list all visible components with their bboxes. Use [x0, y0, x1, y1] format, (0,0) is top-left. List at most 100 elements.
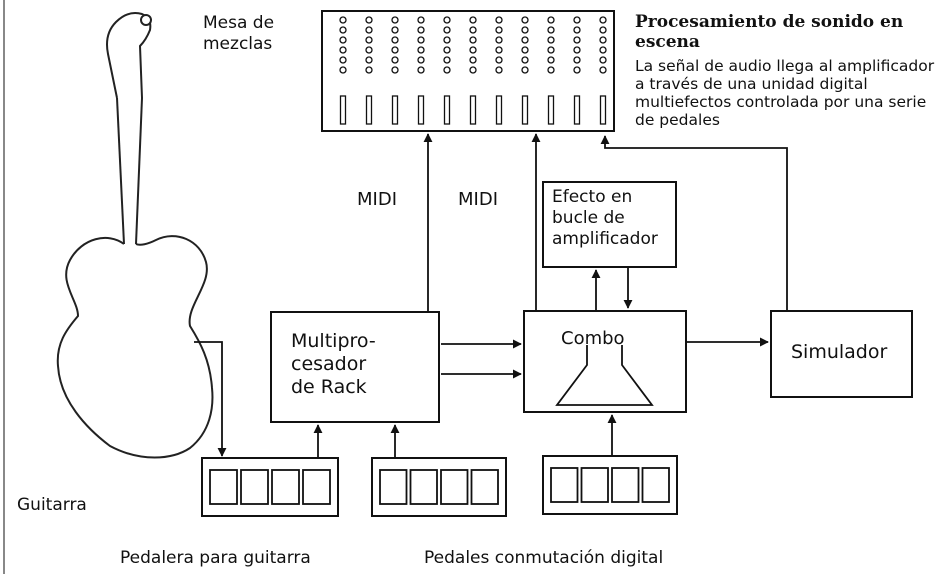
loop-effect-line-3: amplificador — [552, 229, 658, 249]
mixer-knob — [469, 16, 477, 24]
mixer-knob — [495, 36, 503, 44]
mixer-knob — [443, 46, 451, 54]
combo-label: Combo — [561, 328, 625, 349]
simulator-label: Simulador — [791, 341, 888, 363]
mixer-knob — [495, 66, 503, 74]
mixer-knob — [547, 26, 555, 34]
midi-label-left: MIDI — [357, 189, 398, 210]
mixer-knob — [391, 46, 399, 54]
mixer-knob — [547, 16, 555, 24]
mixer-knob — [391, 66, 399, 74]
mixer-label-line1: Mesa de — [203, 13, 275, 33]
loop-effect-line-1: Efecto en — [552, 187, 633, 207]
mixer-knob — [599, 56, 607, 64]
mixer-knob — [521, 26, 529, 34]
mixer-knob — [339, 26, 347, 34]
mixer-fader — [573, 95, 581, 125]
pedal-slot — [440, 469, 469, 505]
pedal-slot — [271, 469, 300, 505]
loop-effect-line-2: bucle de — [552, 208, 625, 228]
mixer-knob — [469, 66, 477, 74]
mixer-fader — [365, 95, 373, 125]
pedal-slot — [611, 467, 640, 503]
simulator-to-mixer-line — [600, 135, 788, 311]
pedal-slot — [209, 469, 238, 505]
mixer-knob — [521, 56, 529, 64]
mixer-fader — [521, 95, 529, 125]
mixer-knob — [495, 46, 503, 54]
mixer-knob — [443, 66, 451, 74]
mixer-knob — [365, 26, 373, 34]
guitar-illustration — [56, 12, 214, 459]
guitar-label: Guitarra — [17, 495, 87, 515]
mixer-knob — [365, 16, 373, 24]
mixer-knob — [391, 16, 399, 24]
connections — [313, 133, 788, 458]
loop-effect-label: Efecto en bucle de amplificador — [552, 187, 658, 250]
mixer-knob — [339, 46, 347, 54]
rack-line-3: de Rack — [291, 376, 367, 398]
mixer-knob — [573, 36, 581, 44]
mixer-knob — [443, 26, 451, 34]
mixer-knob — [339, 56, 347, 64]
mixer-knob — [469, 26, 477, 34]
mixer-knob — [599, 16, 607, 24]
mixer-knob — [599, 66, 607, 74]
mixer-knob — [599, 26, 607, 34]
mixer-knob — [469, 56, 477, 64]
mixer-knob — [339, 66, 347, 74]
mixer-knob — [391, 26, 399, 34]
pedal-slot — [550, 467, 579, 503]
mixer-knob — [443, 56, 451, 64]
mixer-knob — [547, 36, 555, 44]
guitar-pedalboard — [201, 457, 339, 517]
mixer-knob — [365, 46, 373, 54]
mixer-knob — [469, 46, 477, 54]
mixer-knob — [521, 46, 529, 54]
mixer-knob — [443, 36, 451, 44]
mixer-knob — [599, 46, 607, 54]
mixer-fader — [391, 95, 399, 125]
mixer-knob — [417, 66, 425, 74]
info-title: Procesamiento de sonido en escena — [635, 12, 904, 52]
mixer-knob — [547, 46, 555, 54]
digital-switch-pedals-left — [371, 457, 507, 517]
mixer-fader — [339, 95, 347, 125]
mixer-knob — [521, 66, 529, 74]
mixer-knob — [339, 36, 347, 44]
rack-line-2: cesador — [291, 353, 367, 375]
mixer-knob — [521, 36, 529, 44]
mixer-knob — [599, 36, 607, 44]
pedal-slot — [379, 469, 408, 505]
mixer-fader — [417, 95, 425, 125]
mixer-knob — [573, 26, 581, 34]
mixer-fader — [547, 95, 555, 125]
mixer-knob — [573, 46, 581, 54]
mixer-fader — [495, 95, 503, 125]
mixer-knob — [573, 66, 581, 74]
info-description: La señal de audio llega al amplificador … — [635, 57, 935, 129]
loop-effect-box — [542, 181, 677, 268]
pedal-slot — [409, 469, 438, 505]
mixer-knob — [391, 56, 399, 64]
mixer-knob — [417, 36, 425, 44]
mixer-knob — [391, 36, 399, 44]
mixer-knob — [365, 66, 373, 74]
mixer-knob — [339, 16, 347, 24]
mixer-label-line2: mezclas — [203, 34, 273, 54]
mixer-knob — [495, 26, 503, 34]
mixer-knob — [573, 16, 581, 24]
mixer-fader — [599, 95, 607, 125]
mixer-fader — [443, 95, 451, 125]
pedal-slot — [641, 467, 670, 503]
mixer-knob — [573, 56, 581, 64]
guitar-pedalboard-label: Pedalera para guitarra — [120, 548, 311, 568]
mixer-knob — [417, 46, 425, 54]
pedal-slot — [470, 469, 499, 505]
mixer-knob — [495, 56, 503, 64]
mixer-knob — [365, 36, 373, 44]
mixer-knob — [547, 66, 555, 74]
digital-switch-pedals-label: Pedales conmutación digital — [424, 548, 664, 568]
mixer-knob — [521, 16, 529, 24]
